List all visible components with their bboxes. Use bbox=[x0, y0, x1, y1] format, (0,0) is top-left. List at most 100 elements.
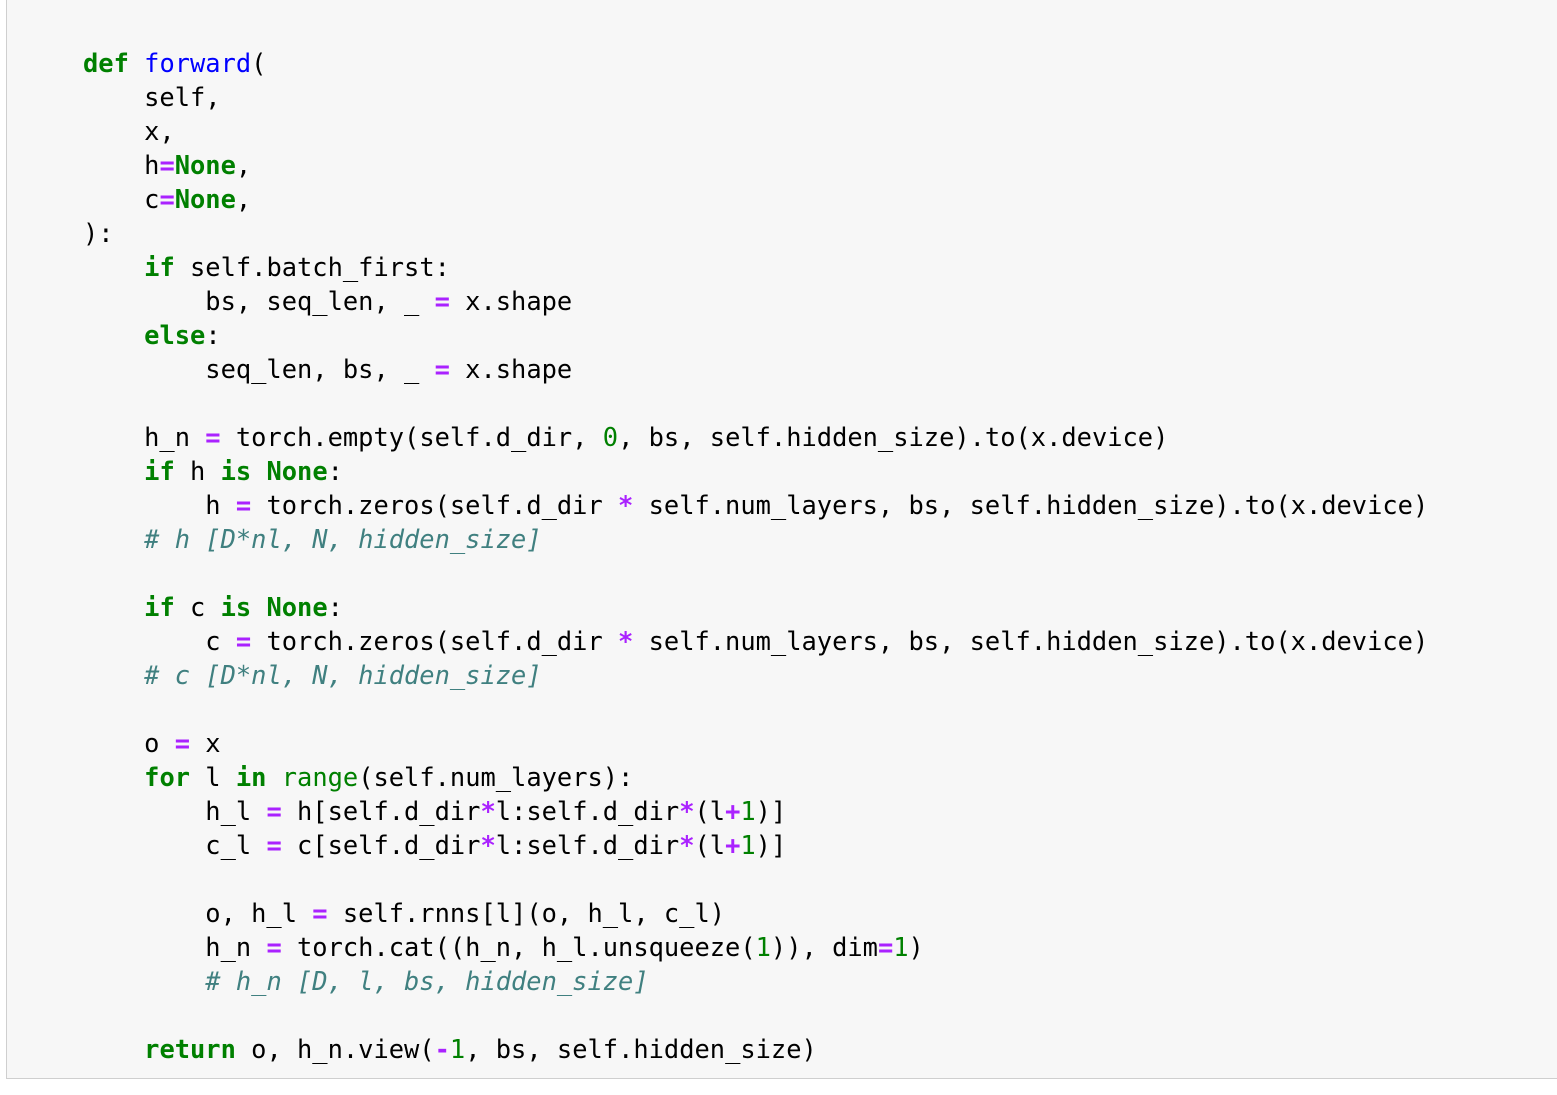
keyword-token: in bbox=[235, 762, 267, 792]
code-line: o, h_l = self.rnns[l](o, h_l, c_l) bbox=[83, 896, 1428, 930]
text-token: c_l bbox=[83, 830, 267, 860]
code-line: x, bbox=[83, 114, 1428, 148]
operator-token: * bbox=[480, 830, 496, 860]
keyword-token: if bbox=[144, 456, 175, 486]
comment-token: # h_n [D, l, bs, hidden_size] bbox=[205, 966, 649, 996]
text-token: h bbox=[83, 490, 236, 520]
keyword-token: for bbox=[144, 762, 191, 792]
text-token: , bbox=[235, 184, 252, 214]
keyword-token: if bbox=[144, 592, 175, 622]
code-line: def forward( bbox=[83, 46, 1428, 80]
text-token: torch.zeros(self.d_dir bbox=[251, 490, 619, 520]
text-token: h[self.d_dir bbox=[281, 796, 481, 826]
code-line: for l in range(self.num_layers): bbox=[83, 760, 1428, 794]
text-token: )] bbox=[755, 796, 787, 826]
text-token: self, bbox=[83, 82, 221, 112]
text-token: )), dim bbox=[770, 932, 878, 962]
code-line: seq_len, bs, _ = x.shape bbox=[83, 352, 1428, 386]
text-token: torch.empty(self.d_dir, bbox=[220, 422, 603, 452]
text-token: x.shape bbox=[449, 286, 573, 316]
code-line bbox=[83, 862, 1428, 896]
code-line bbox=[83, 692, 1428, 726]
code-line: c = torch.zeros(self.d_dir * self.num_la… bbox=[83, 624, 1428, 658]
code-line: c=None, bbox=[83, 182, 1428, 216]
operator-token: - bbox=[434, 1034, 450, 1064]
text-token bbox=[251, 592, 266, 622]
keyword-token: None bbox=[174, 184, 236, 214]
number-token: 1 bbox=[740, 830, 756, 860]
code-line: c_l = c[self.d_dir*l:self.d_dir*(l+1)] bbox=[83, 828, 1428, 862]
text-token: bs, seq_len, _ bbox=[83, 286, 435, 316]
text-token bbox=[83, 320, 144, 350]
operator-token: = bbox=[205, 422, 221, 452]
operator-token: = bbox=[159, 150, 175, 180]
keyword-token: None bbox=[174, 150, 236, 180]
code-line: # c [D*nl, N, hidden_size] bbox=[83, 658, 1428, 692]
text-token: : bbox=[327, 456, 343, 486]
text-token bbox=[251, 456, 266, 486]
operator-token: + bbox=[725, 830, 741, 860]
code-line bbox=[83, 556, 1428, 590]
function-name-token: forward bbox=[144, 48, 252, 78]
text-token: x.shape bbox=[449, 354, 573, 384]
text-token: o, h_l bbox=[83, 898, 313, 928]
text-token: , bbox=[235, 150, 252, 180]
text-token: , bs, self.hidden_size).to(x.device) bbox=[618, 422, 1169, 452]
text-token bbox=[83, 456, 144, 486]
text-token bbox=[83, 660, 144, 690]
text-token bbox=[83, 524, 144, 554]
operator-token: * bbox=[618, 490, 634, 520]
code-line: if h is None: bbox=[83, 454, 1428, 488]
text-token: , bs, self.hidden_size) bbox=[465, 1034, 817, 1064]
text-token bbox=[83, 966, 205, 996]
text-token: h bbox=[174, 456, 221, 486]
text-token: x bbox=[190, 728, 221, 758]
operator-token: = bbox=[266, 830, 282, 860]
code-line bbox=[83, 998, 1428, 1032]
operator-token: = bbox=[434, 286, 450, 316]
text-token: : bbox=[327, 592, 343, 622]
text-token bbox=[83, 762, 144, 792]
operator-token: = bbox=[312, 898, 328, 928]
builtin-token: range bbox=[281, 762, 359, 792]
text-token: self.num_layers, bs, self.hidden_size).t… bbox=[633, 626, 1429, 656]
text-token: c[self.d_dir bbox=[281, 830, 481, 860]
number-token: 1 bbox=[449, 1034, 466, 1064]
text-token: (l bbox=[694, 830, 726, 860]
operator-token: * bbox=[480, 796, 496, 826]
code-line: bs, seq_len, _ = x.shape bbox=[83, 284, 1428, 318]
code-line: ): bbox=[83, 216, 1428, 250]
text-token: h_n bbox=[83, 932, 267, 962]
operator-token: = bbox=[434, 354, 450, 384]
text-token: : bbox=[205, 320, 221, 350]
operator-token: * bbox=[679, 796, 695, 826]
number-token: 1 bbox=[893, 932, 909, 962]
code-line: h = torch.zeros(self.d_dir * self.num_la… bbox=[83, 488, 1428, 522]
comment-token: # c [D*nl, N, hidden_size] bbox=[144, 660, 542, 690]
operator-token: = bbox=[159, 184, 175, 214]
operator-token: * bbox=[679, 830, 695, 860]
keyword-token: None bbox=[266, 456, 328, 486]
keyword-token: is bbox=[220, 592, 252, 622]
code-editor[interactable]: def forward( self, x, h=None, c=None,): … bbox=[83, 46, 1428, 1066]
text-token: (l bbox=[694, 796, 726, 826]
text-token: )] bbox=[755, 830, 787, 860]
code-line: h=None, bbox=[83, 148, 1428, 182]
text-token: o bbox=[83, 728, 175, 758]
operator-token: = bbox=[877, 932, 894, 962]
code-line: h_l = h[self.d_dir*l:self.d_dir*(l+1)] bbox=[83, 794, 1428, 828]
operator-token: = bbox=[235, 490, 252, 520]
operator-token: * bbox=[618, 626, 634, 656]
operator-token: = bbox=[235, 626, 252, 656]
code-cell[interactable]: def forward( self, x, h=None, c=None,): … bbox=[6, 0, 1557, 1079]
text-token: h bbox=[83, 150, 160, 180]
code-line: if self.batch_first: bbox=[83, 250, 1428, 284]
code-line: # h [D*nl, N, hidden_size] bbox=[83, 522, 1428, 556]
text-token: c bbox=[83, 626, 236, 656]
text-token bbox=[83, 592, 144, 622]
text-token: l bbox=[190, 762, 236, 792]
text-token: self.num_layers, bs, self.hidden_size).t… bbox=[633, 490, 1429, 520]
operator-token: = bbox=[174, 728, 191, 758]
text-token: self.rnns[l](o, h_l, c_l) bbox=[327, 898, 726, 928]
comment-token: # h [D*nl, N, hidden_size] bbox=[144, 524, 542, 554]
